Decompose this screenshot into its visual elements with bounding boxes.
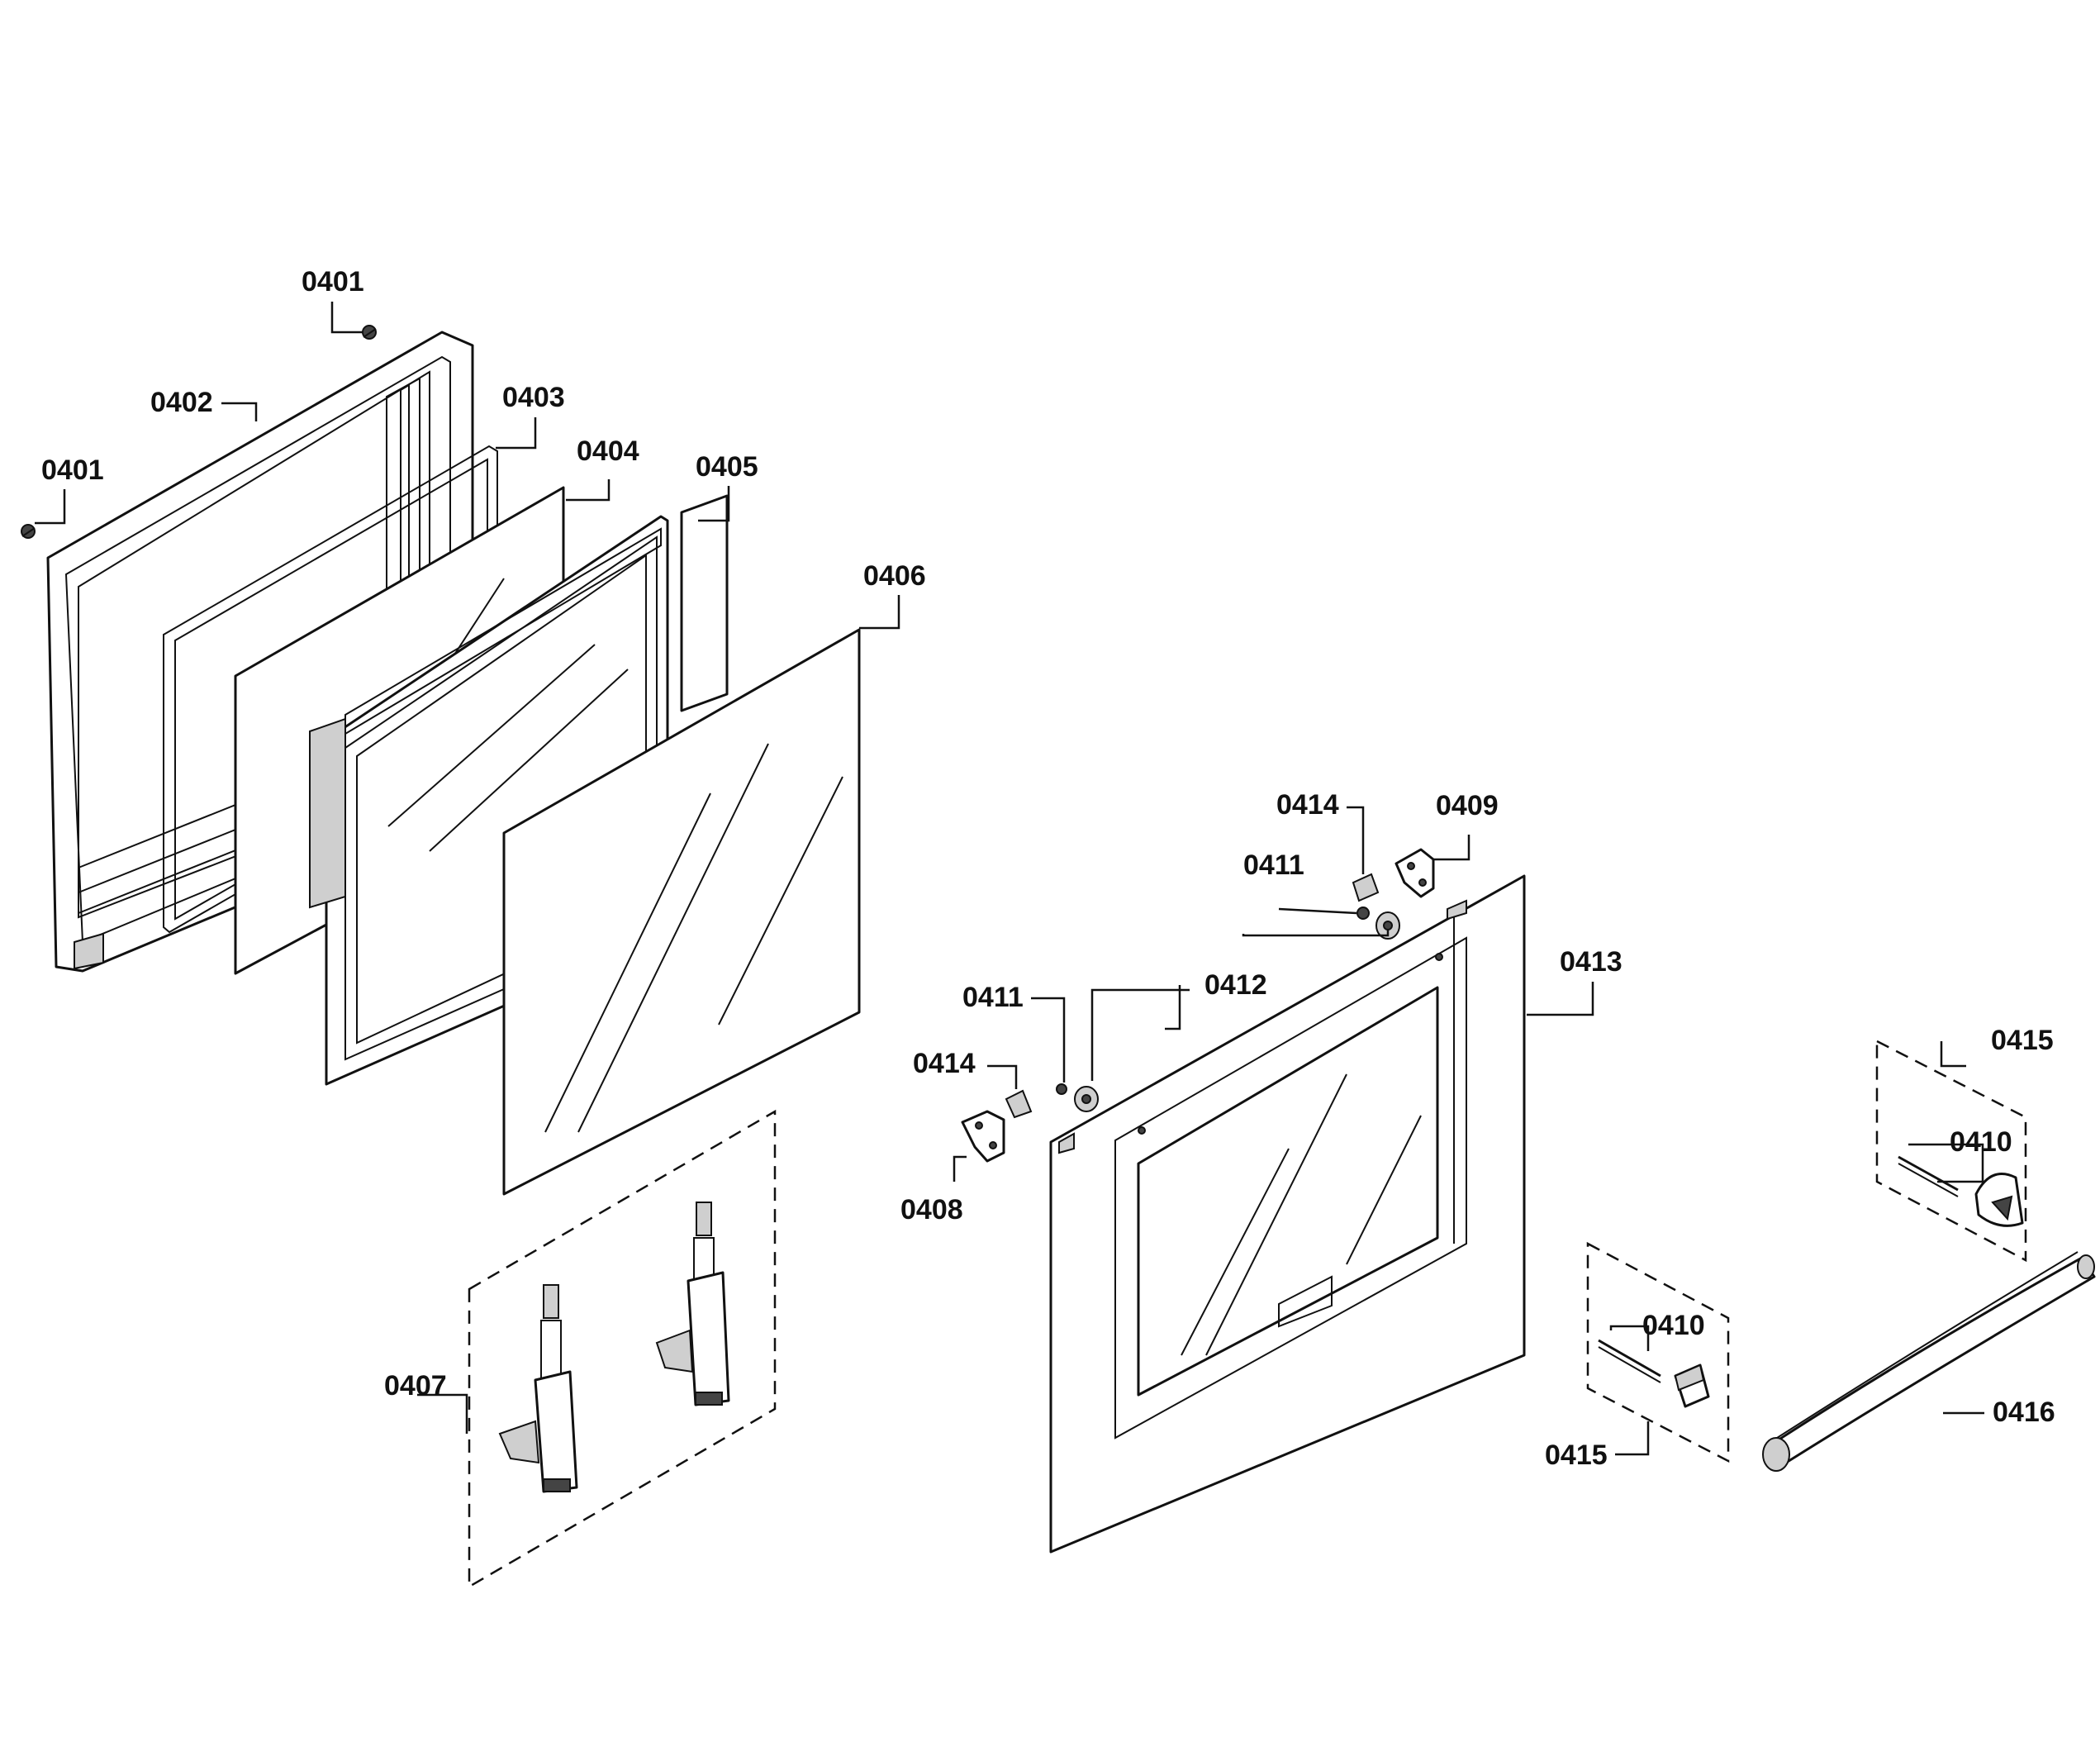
hinge-right: [655, 1202, 730, 1406]
callout-0410-lower: 0410: [1642, 1310, 1705, 1341]
callout-0401-top: 0401: [302, 266, 364, 297]
callout-0403: 0403: [502, 382, 565, 413]
part-0413-outer-door-panel: [1049, 874, 1526, 1554]
callout-0414-top: 0414: [1276, 789, 1339, 821]
part-0412-bushing-top: [1375, 911, 1400, 940]
part-0412-bushing-left: [1074, 1086, 1099, 1112]
part-0411-washer-left: [1056, 1083, 1067, 1095]
part-0416-door-handle: [1762, 1251, 2096, 1472]
part-0411-washer-top: [1356, 907, 1370, 920]
callout-0408: 0408: [900, 1194, 963, 1225]
part-0406-outer-glass-pane: [502, 628, 861, 1196]
callout-0401-left: 0401: [41, 454, 104, 486]
callout-0415-top: 0415: [1991, 1025, 2054, 1056]
part-0401-screw-left: [21, 524, 36, 539]
callout-0405: 0405: [696, 451, 758, 483]
part-0401-screw-top: [362, 325, 377, 340]
callout-0410-top: 0410: [1950, 1126, 2012, 1158]
part-0415-handle-mount-kit-lower: [1586, 1241, 1730, 1463]
callout-0409: 0409: [1436, 790, 1499, 821]
callout-0407: 0407: [384, 1370, 447, 1401]
part-0409-hinge-bracket-top: [1394, 848, 1435, 898]
callout-0413: 0413: [1560, 946, 1623, 978]
callout-0412: 0412: [1204, 969, 1267, 1001]
callout-0415-lower: 0415: [1545, 1440, 1608, 1471]
callout-0406: 0406: [863, 560, 926, 592]
part-0415-handle-mount-kit-upper: [1875, 1039, 2027, 1263]
callout-0411-left: 0411: [962, 982, 1024, 1013]
callout-0414-left: 0414: [913, 1048, 976, 1079]
callout-0411-top: 0411: [1243, 849, 1304, 881]
part-0414-clip-top: [1352, 873, 1380, 902]
hinge-left: [498, 1284, 578, 1493]
callout-0402: 0402: [150, 387, 213, 418]
callout-0404: 0404: [577, 435, 639, 467]
part-0414-clip-left: [1005, 1089, 1033, 1119]
callout-0416: 0416: [1993, 1397, 2055, 1428]
part-0407-hinge-kit: [468, 1109, 777, 1589]
leader-lines: [35, 302, 1984, 1456]
part-0408-hinge-bracket-left: [961, 1110, 1005, 1163]
